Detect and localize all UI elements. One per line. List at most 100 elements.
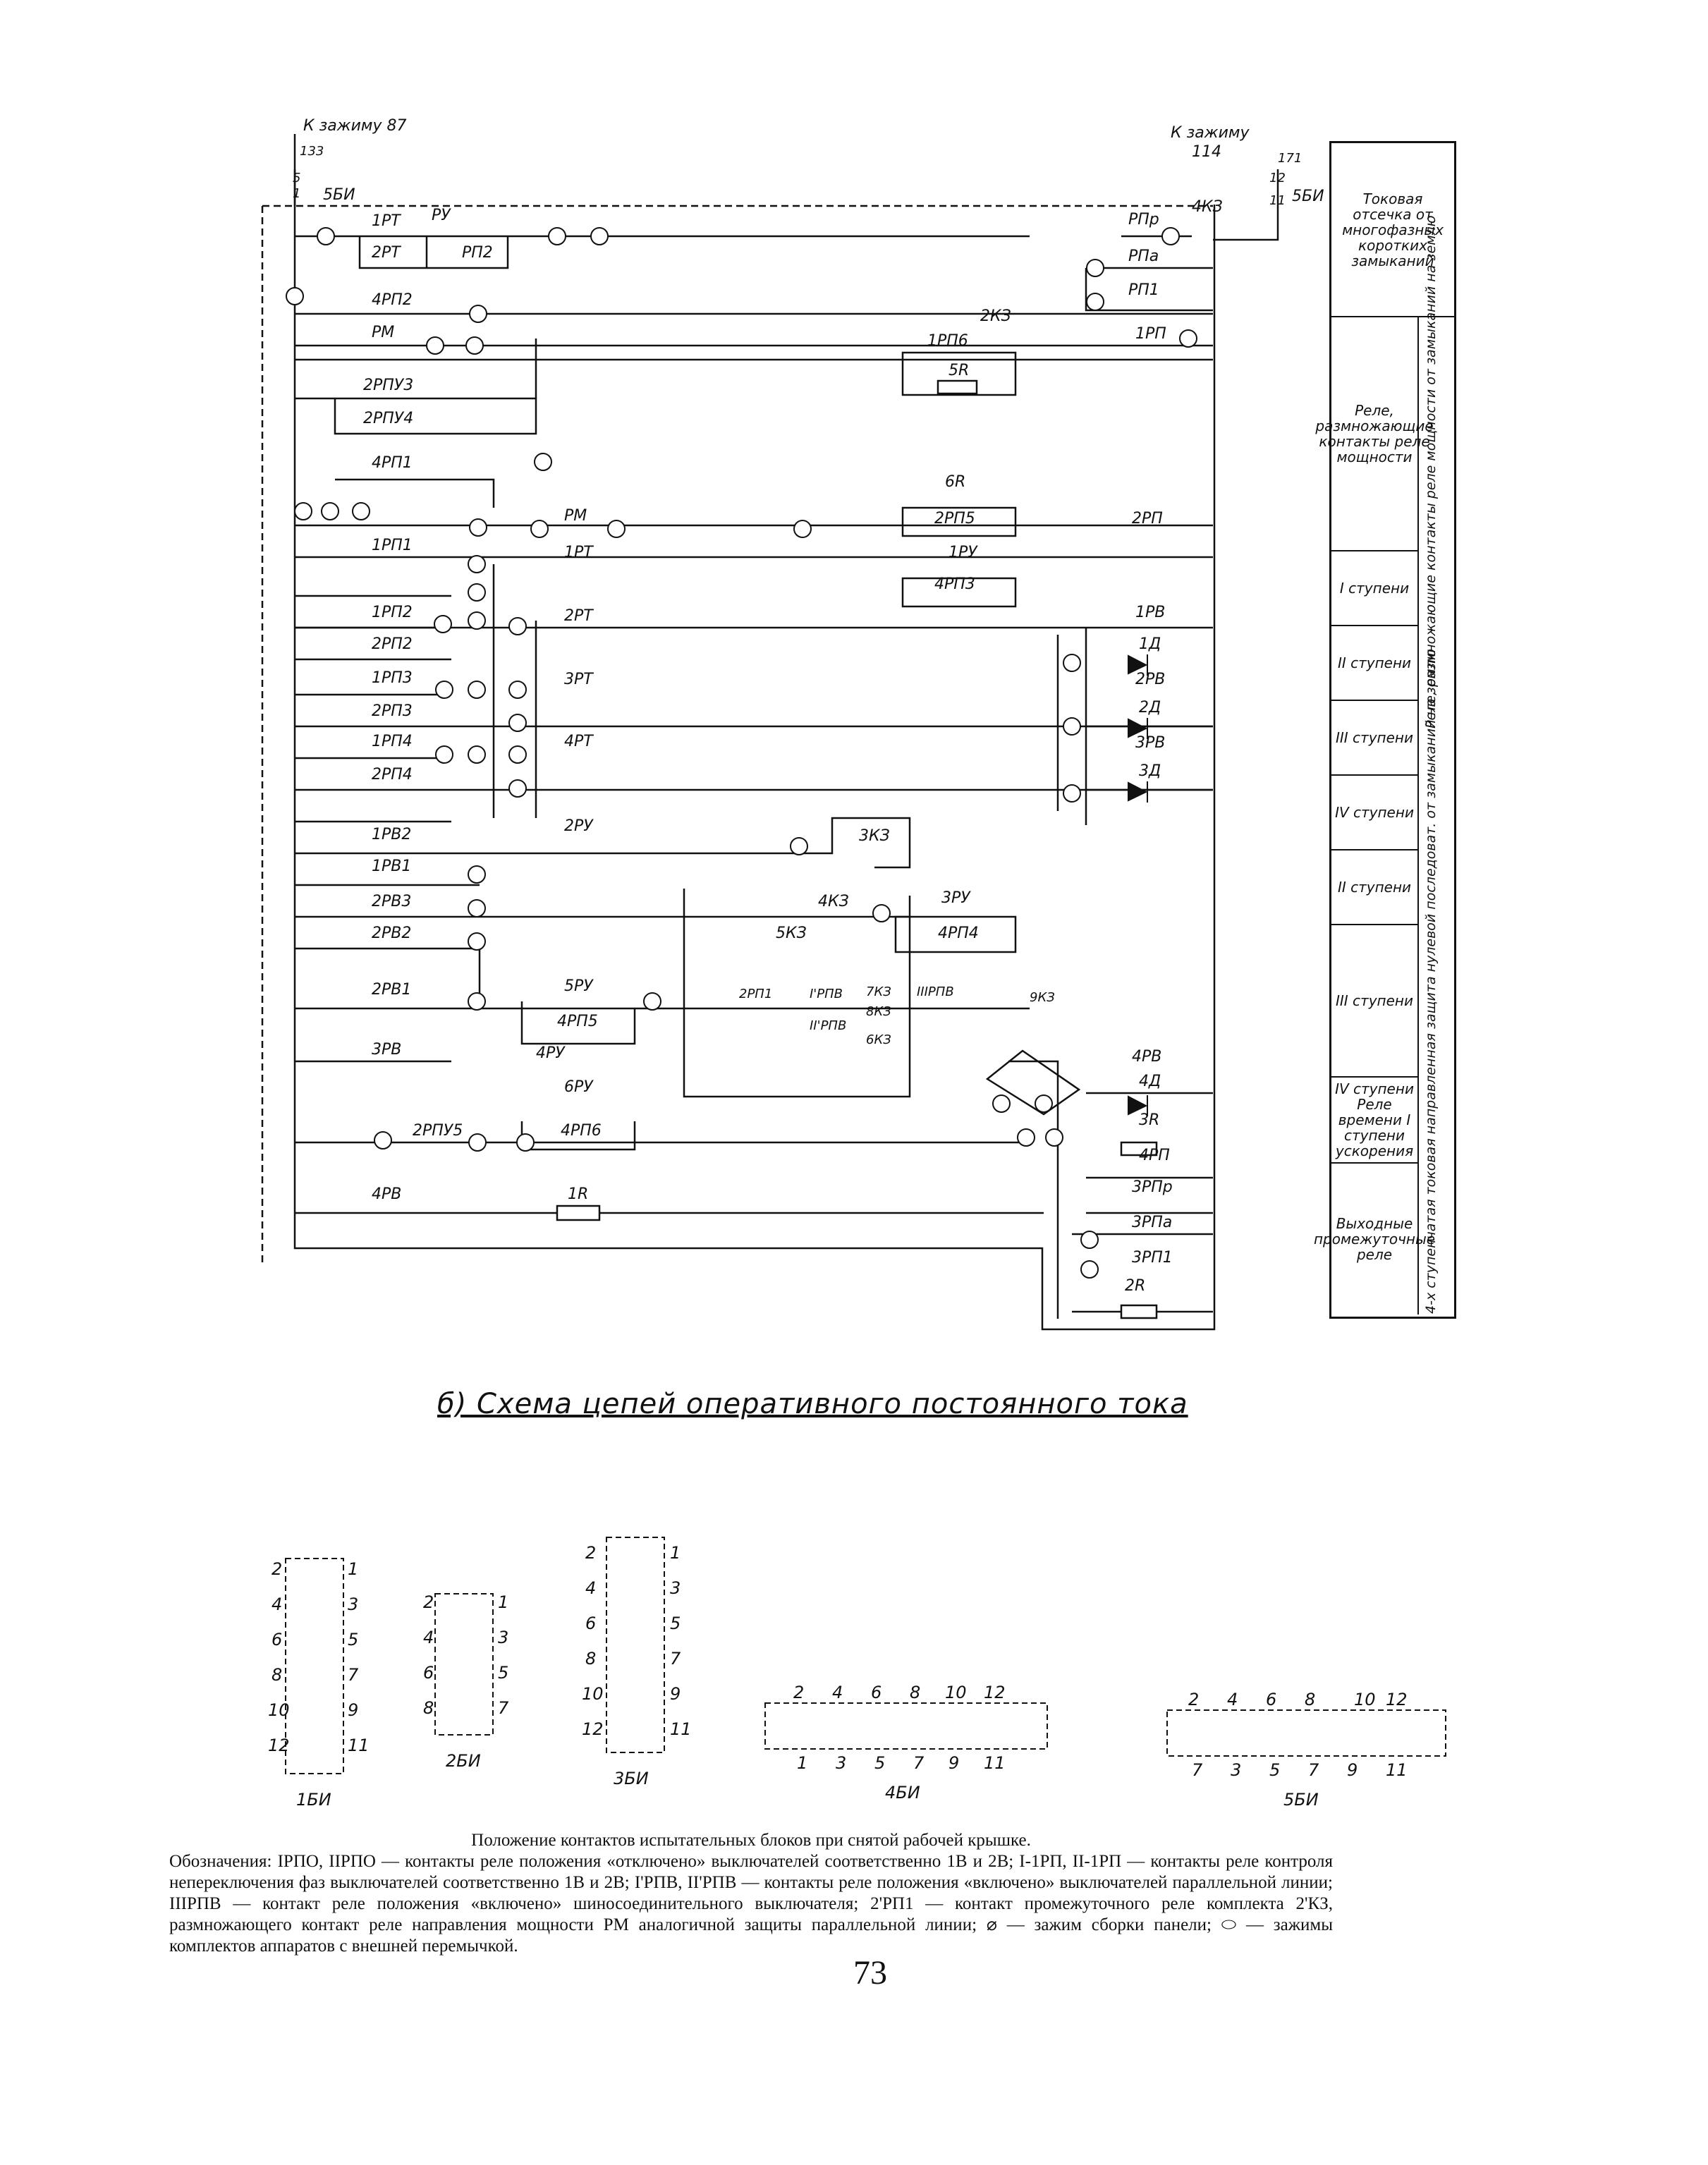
svg-text:5БИ: 5БИ	[1283, 1790, 1319, 1810]
svg-text:4РП: 4РП	[1139, 1147, 1170, 1164]
legend-cell-time-stage2: II ступени	[1331, 850, 1417, 925]
svg-text:2БИ: 2БИ	[446, 1751, 481, 1771]
svg-text:7: 7	[1308, 1760, 1319, 1780]
figure-caption: б) Схема цепей оперативного постоянного …	[437, 1388, 1188, 1420]
svg-text:8: 8	[272, 1665, 282, 1685]
svg-text:7: 7	[498, 1698, 509, 1718]
svg-text:2РТ: 2РТ	[564, 607, 594, 625]
svg-text:11: 11	[348, 1736, 370, 1755]
svg-text:4: 4	[272, 1594, 282, 1614]
svg-text:1РП: 1РП	[1135, 325, 1166, 343]
svg-text:2РТ: 2РТ	[372, 244, 401, 262]
svg-text:3РПр: 3РПр	[1132, 1178, 1173, 1196]
legend-cell-time-stage4: IV ступени Реле времени I ступени ускоре…	[1331, 1078, 1417, 1164]
svg-text:1: 1	[348, 1559, 358, 1579]
svg-text:4: 4	[1227, 1690, 1238, 1709]
svg-text:9: 9	[948, 1753, 959, 1773]
svg-text:РПа: РПа	[1128, 248, 1159, 265]
svg-text:5: 5	[348, 1630, 358, 1649]
svg-text:2РП5: 2РП5	[934, 510, 975, 527]
svg-text:1РВ: 1РВ	[1135, 604, 1165, 621]
svg-text:1РП6: 1РП6	[927, 332, 968, 350]
legend-cell-output-relays: Выходные промежуточные реле	[1313, 1215, 1436, 1263]
legend-cell-stage2: II ступени	[1331, 626, 1417, 701]
right-block-label: 5БИ	[1292, 188, 1324, 205]
svg-text:1: 1	[498, 1592, 508, 1612]
svg-text:7: 7	[670, 1649, 681, 1669]
svg-text:2РП2: 2РП2	[372, 635, 413, 653]
svg-text:1РТ: 1РТ	[372, 212, 401, 230]
svg-text:4РП6: 4РП6	[561, 1122, 602, 1140]
legend-cell-time-stage3: III ступени	[1331, 925, 1417, 1078]
svg-text:8: 8	[585, 1649, 596, 1669]
svg-text:1R: 1R	[568, 1185, 588, 1203]
svg-text:7КЗ: 7КЗ	[866, 984, 891, 999]
svg-text:11: 11	[984, 1753, 1006, 1773]
svg-text:1: 1	[797, 1753, 807, 1773]
svg-text:1Д: 1Д	[1139, 635, 1161, 653]
svg-text:3РВ: 3РВ	[1135, 734, 1165, 752]
svg-text:11: 11	[670, 1719, 692, 1739]
svg-text:2R: 2R	[1125, 1277, 1145, 1295]
element-labels: 1РТ 2РТ РУ РП2 РПр 4КЗ РПа РП1 4РП2 РМ 2…	[363, 198, 1223, 1295]
legend-cell-power-relays: Реле, размножающие контакты реле мощност…	[1315, 317, 1434, 551]
svg-text:171: 171	[1278, 151, 1302, 166]
svg-text:3РП1: 3РП1	[1132, 1249, 1173, 1267]
schematic-wires	[261, 134, 1279, 1331]
svg-text:6: 6	[1266, 1690, 1276, 1709]
svg-text:3Д: 3Д	[1139, 762, 1161, 780]
svg-text:2РП1: 2РП1	[739, 987, 772, 1001]
svg-text:4: 4	[585, 1578, 596, 1598]
diodes	[1128, 654, 1148, 1116]
svg-text:4РУ: 4РУ	[536, 1044, 566, 1062]
legend-cell-stage3: III ступени	[1331, 701, 1417, 776]
svg-text:1: 1	[293, 186, 300, 201]
svg-text:10: 10	[1354, 1690, 1376, 1709]
svg-text:1РП2: 1РП2	[372, 604, 413, 621]
svg-text:3РУ: 3РУ	[941, 889, 971, 907]
svg-text:9: 9	[348, 1700, 358, 1720]
svg-text:3R: 3R	[1139, 1111, 1159, 1129]
svg-text:4КЗ: 4КЗ	[818, 893, 849, 910]
svg-text:3РТ: 3РТ	[564, 671, 594, 688]
svg-text:1РП1: 1РП1	[372, 537, 413, 554]
svg-text:5: 5	[670, 1614, 681, 1633]
svg-text:1: 1	[670, 1543, 681, 1563]
svg-text:12: 12	[582, 1719, 604, 1739]
notes-heading: Положение контактов испытательных блоков…	[471, 1831, 1031, 1850]
svg-text:РУ: РУ	[432, 207, 451, 224]
svg-text:2Д: 2Д	[1139, 699, 1161, 716]
svg-text:133: 133	[300, 144, 324, 159]
svg-text:1РП4: 1РП4	[372, 733, 413, 750]
svg-text:3БИ: 3БИ	[614, 1769, 649, 1788]
svg-text:1РВ1: 1РВ1	[372, 858, 411, 875]
svg-text:3РПа: 3РПа	[1132, 1214, 1172, 1231]
svg-text:6R: 6R	[945, 473, 965, 491]
svg-text:6РУ: 6РУ	[564, 1078, 594, 1096]
terminal-circles	[286, 227, 1197, 1279]
svg-text:6КЗ: 6КЗ	[866, 1032, 891, 1047]
svg-text:3РВ: 3РВ	[372, 1041, 401, 1059]
svg-text:8: 8	[423, 1698, 434, 1718]
svg-text:7: 7	[913, 1753, 925, 1773]
svg-text:4РВ: 4РВ	[372, 1185, 401, 1203]
test-block-labels: 1БИ 2БИ 3БИ 4БИ 5БИ 2 4 6 8 10 12 1 3 5 …	[268, 1543, 1408, 1810]
svg-text:7: 7	[348, 1665, 359, 1685]
svg-text:I'РПВ: I'РПВ	[810, 987, 843, 1001]
svg-text:3КЗ: 3КЗ	[859, 827, 890, 845]
svg-text:5: 5	[1269, 1760, 1280, 1780]
svg-text:5: 5	[874, 1753, 885, 1773]
svg-text:II'РПВ: II'РПВ	[810, 1018, 846, 1033]
svg-text:5РУ: 5РУ	[564, 977, 594, 995]
svg-text:6: 6	[585, 1614, 596, 1633]
svg-text:3: 3	[836, 1753, 846, 1773]
svg-text:5: 5	[498, 1663, 508, 1683]
svg-text:2РВ1: 2РВ1	[372, 981, 411, 999]
svg-text:2РПУ4: 2РПУ4	[363, 410, 413, 427]
svg-text:4РП2: 4РП2	[372, 291, 413, 309]
svg-text:8КЗ: 8КЗ	[866, 1004, 891, 1019]
svg-text:6: 6	[871, 1683, 882, 1702]
svg-text:4КЗ: 4КЗ	[1192, 198, 1223, 216]
svg-text:4РВ: 4РВ	[1132, 1048, 1161, 1066]
